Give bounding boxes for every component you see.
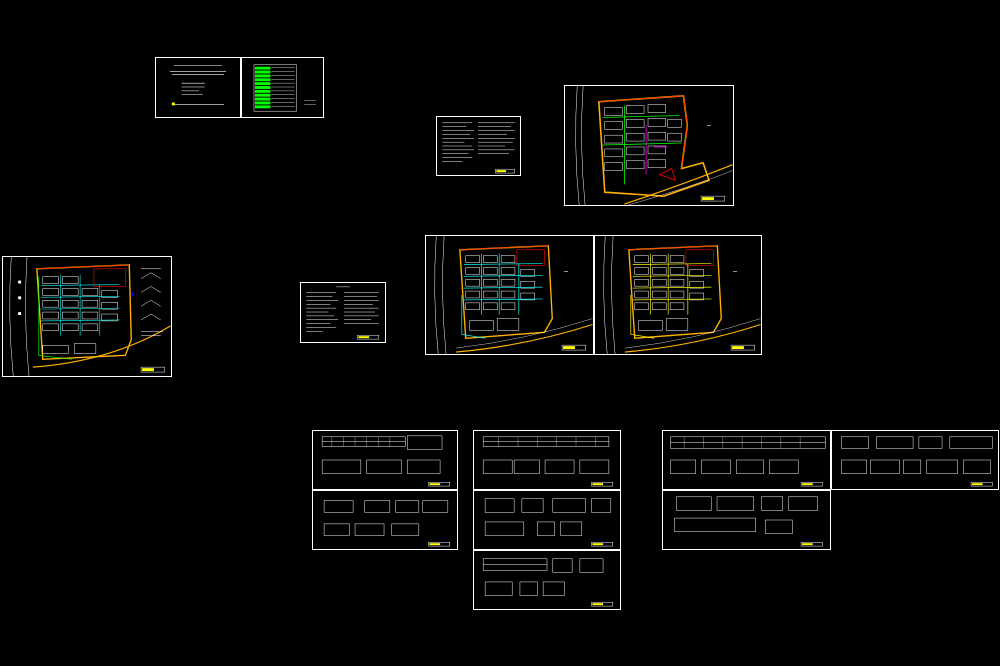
- site-plan-graphic: [575, 86, 733, 205]
- detail-tables-graphic: [841, 436, 993, 487]
- drawing-detail-sheet-4[interactable]: [473, 490, 621, 550]
- detail-tables-graphic: [321, 435, 451, 487]
- drawing-site-plan-left[interactable]: [2, 256, 172, 377]
- drawing-index-sheet[interactable]: [241, 57, 324, 118]
- drawing-general-notes-1[interactable]: [436, 116, 521, 176]
- cover-sheet-graphic: [169, 65, 227, 106]
- drawing-site-plan-middle-b[interactable]: [594, 235, 762, 355]
- drawing-detail-sheet-3[interactable]: [473, 430, 621, 490]
- drawing-detail-sheet-2[interactable]: [312, 490, 458, 550]
- detail-tables-graphic: [670, 436, 826, 487]
- detail-tables-graphic: [484, 498, 613, 547]
- index-table-graphic: [253, 64, 316, 112]
- notes-text-graphic: [442, 122, 515, 174]
- drawing-site-plan-top[interactable]: [564, 85, 734, 206]
- site-plan-graphic: [434, 236, 593, 354]
- drawing-site-plan-middle-a[interactable]: [425, 235, 594, 355]
- drawing-detail-sheet-6[interactable]: [662, 430, 831, 490]
- drawing-detail-sheet-5[interactable]: [473, 550, 621, 610]
- notes-text-graphic: [306, 286, 380, 340]
- detail-tables-graphic: [482, 436, 613, 487]
- detail-tables-graphic: [482, 558, 613, 607]
- site-plan-graphic: [603, 236, 761, 354]
- drawing-cover-sheet[interactable]: [155, 57, 241, 118]
- detail-tables-graphic: [323, 500, 451, 547]
- drawing-general-notes-2[interactable]: [300, 282, 386, 343]
- site-plan-graphic: [9, 257, 171, 376]
- detail-tables-graphic: [674, 496, 823, 547]
- drawing-detail-sheet-8[interactable]: [831, 430, 999, 490]
- drawing-detail-sheet-7[interactable]: [662, 490, 831, 550]
- drawing-detail-sheet-1[interactable]: [312, 430, 458, 490]
